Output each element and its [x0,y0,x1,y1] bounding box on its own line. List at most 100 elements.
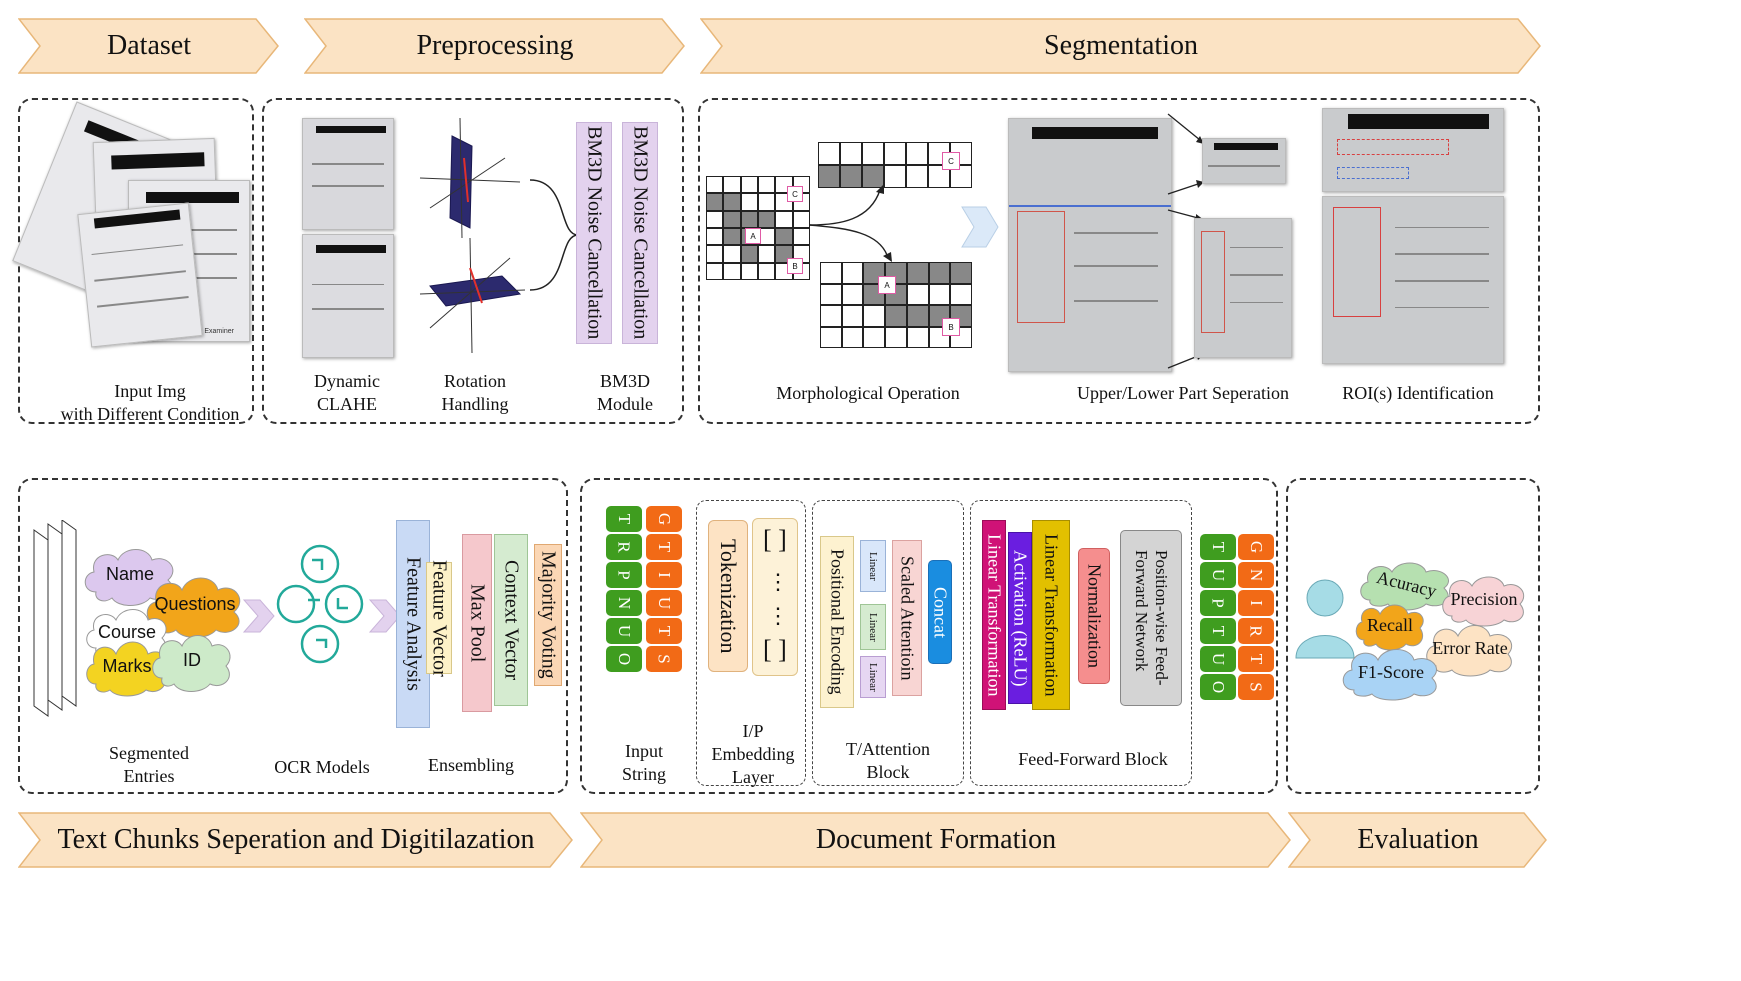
embedding-vector: [ ] ⋮ ⋮ [ ] [752,518,798,676]
input-token-r2: I [646,562,682,588]
cloud-marks-label: Marks [102,655,152,676]
positional-encoding-bar: Positional Encoding [820,536,854,708]
upper-part-doc [1202,138,1286,184]
cloud-name: Name [78,540,182,608]
embedding-caption: I/P Embedding Layer [711,721,795,787]
lower-part-doc [1194,218,1292,358]
linear-bar-3: Linear [860,656,886,698]
morph-grid-top [818,142,972,188]
output-token-l4: U [1200,646,1236,672]
bm3d-bar-2-label: BM3D Noise Cancellation [629,126,652,340]
precision-label: Precision [1450,588,1518,609]
input-token-l5: O [606,646,642,672]
activation-bar: Activation (ReLU) [1008,532,1032,704]
stage-preprocessing: Preprocessing [304,18,686,74]
error-rate-label: Error Rate [1432,637,1508,658]
cloud-questions: Questions [140,568,250,640]
evaluation-panel [1286,478,1540,794]
bar-majority-voting-label: Majority Voting [537,551,560,679]
clahe-caption: Dynamic CLAHE [314,371,380,414]
preprocessing-panel [262,98,684,424]
arrow-to-ensembling [368,599,401,633]
stage-document-formation: Document Formation [580,812,1292,868]
segmentation-panel [698,98,1540,424]
input-token-r5: S [646,646,682,672]
cloud-id: ID [146,626,238,694]
segmented-pages [33,520,77,717]
morph-grid-small [706,176,810,280]
marker-b-small: B [787,258,803,274]
output-token-l0: T [1200,534,1236,560]
bar-context-vector-label: Context Vector [500,559,523,681]
attention-caption: T/Attention Block [846,739,930,782]
bm3d-bar-1: BM3D Noise Cancellation [576,122,612,344]
input-token-l2: P [606,562,642,588]
stage-evaluation: Evaluation [1288,812,1548,868]
linear-bar-1: Linear [860,540,886,592]
stage-segmentation: Segmentation [700,18,1542,74]
output-token-r4: T [1238,646,1274,672]
cloud-f1: F1-Score [1336,642,1446,702]
ensembling-caption: Ensembling [428,755,514,775]
output-token-r5: S [1238,674,1274,700]
cloud-error-rate: Error Rate [1420,618,1520,678]
bm3d-bar-2: BM3D Noise Cancellation [622,122,658,344]
output-token-l1: U [1200,562,1236,588]
output-token-l2: P [1200,590,1236,616]
stage-text-chunks: Text Chunks Seperation and Digitilazatio… [18,812,574,868]
bar-feature-vector-label: Feature Vector [428,559,451,677]
output-token-l5: O [1200,674,1236,700]
linear-transformation-2-bar: Linear Transformation [1032,520,1070,710]
text-chunks-panel [18,478,568,794]
ocr-caption: OCR Models [274,757,370,777]
cloud-name-label: Name [105,563,154,584]
bar-feature-analysis: Feature Analysis [396,520,430,728]
cloud-marks: Marks [80,634,174,698]
bar-feature-analysis-label: Feature Analysis [402,557,425,691]
segmentation-arrow [961,206,999,248]
marker-a-large: A [878,276,896,294]
rotation-diagram [419,118,526,354]
cloud-precision: Precision [1436,570,1532,628]
output-token-r0: G [1238,534,1274,560]
stage-dataset: Dataset [18,18,280,74]
bm3d-caption: BM3D Module [597,371,653,414]
marker-b-large: B [942,318,960,336]
input-caption: Input String [621,741,666,784]
document-formation-panel [580,478,1278,794]
output-token-r1: N [1238,562,1274,588]
bar-max-pool: Max Pool [462,534,492,712]
bar-max-pool-label: Max Pool [466,583,489,663]
clahe-image-1 [302,118,394,230]
morph-caption: Morphological Operation [776,383,960,403]
stage-text-chunks-label: Text Chunks Seperation and Digitilazatio… [57,824,535,855]
output-token-r3: R [1238,618,1274,644]
rotation-caption: Rotation Handling [441,371,509,414]
linear-transformation-1-bar: Linear Transformation [982,520,1006,710]
ff-caption: Feed-Forward Block [1018,749,1168,769]
scaled-attention-label: Scaled Attentioin [897,555,918,681]
marker-c-small: C [787,186,803,202]
positional-encoding-label: Positional Encoding [827,549,848,695]
ocr-brain-icon [276,544,364,664]
input-token-l0: T [606,506,642,532]
output-token-l3: T [1200,618,1236,644]
normalization-bar: Normalization [1078,548,1110,684]
cloud-questions-label: Questions [154,593,236,614]
position-wise-bar: Position-wise Feed- Forward Network [1120,530,1182,706]
bar-context-vector: Context Vector [494,534,528,706]
roi-lower-doc [1322,196,1504,364]
input-token-l3: N [606,590,642,616]
stage-document-formation-label: Document Formation [815,824,1057,855]
roi-upper-doc [1322,108,1504,192]
stage-preprocessing-label: Preprocessing [416,30,574,61]
segmented-caption: Segmented Entries [109,743,189,786]
person-icon [1295,579,1355,659]
tokenization-label: Tokenization [716,538,741,654]
cloud-recall: Recall [1350,598,1430,652]
concat-label: Concat [930,586,951,638]
marker-a-small: A [745,228,761,244]
f1-label: F1-Score [1358,661,1424,682]
input-token-l4: U [606,618,642,644]
recall-label: Recall [1367,614,1413,635]
